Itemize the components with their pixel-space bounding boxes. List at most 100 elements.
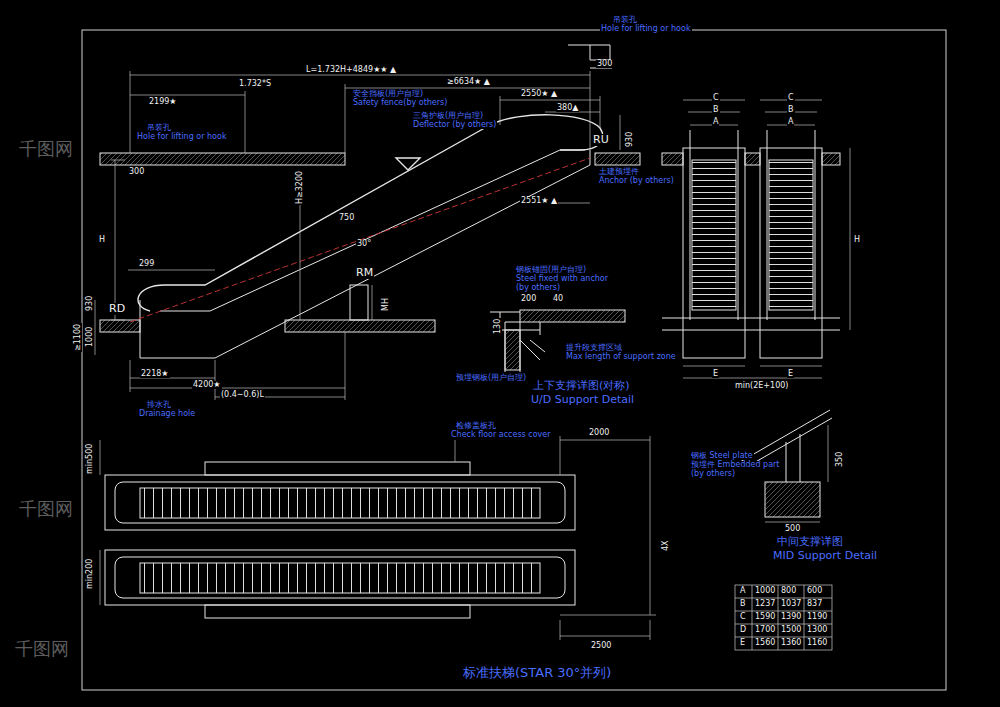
dimension-label: 1000 [86,326,94,348]
dimension-label: 500 [784,525,801,533]
dimension-label: 930 [86,295,94,312]
note-label: 排水孔 [146,401,172,409]
dimension-label: min200 [86,558,94,590]
slab [822,153,840,165]
floor-band [205,462,470,475]
dimension-label: C [787,94,795,102]
note-label: 安全挡板(用户自理) [352,90,424,98]
dimension-label: 1.732*S [238,80,272,88]
dimension-label: H≥3200 [296,170,304,205]
dimension-label: MH [382,297,390,312]
table-cell: B [739,600,747,608]
middle-support [350,285,368,320]
dimension-label: 200 [520,295,537,303]
lower-slab [285,320,435,332]
table-cell: 1300 [806,626,828,634]
dimension-label: 4200★ [192,381,222,389]
note-label: Safety fence(by others) [352,99,448,107]
table-grid [735,585,832,650]
note-label: MID Support Detail [772,550,878,562]
table-cell: 800 [780,587,797,595]
note-label: Drainage hole [138,410,196,418]
truss-outline [140,150,590,358]
floor-band [205,605,470,618]
table-cell: 1560 [754,639,776,647]
dimension-label: RD [108,303,126,315]
table-cell: 1190 [806,613,828,621]
note-label: 中间支撑详图 [776,536,844,548]
dimension-label: RU [592,134,610,146]
table-cell: 1160 [806,639,828,647]
escalator-plan [105,475,575,530]
note-label: 吊装孔 [146,124,172,132]
dimension-label: min500 [86,443,94,475]
dimension-label: 350 [836,451,844,468]
footing [765,482,820,517]
dimension-label: L=1.732H+4849★★ ▲ [305,66,397,74]
table-cell: 1500 [780,626,802,634]
handrail-plan [115,482,565,523]
steps-plan [140,488,540,518]
table-cell: 1590 [754,613,776,621]
note-label: 预埋件 Embedded part [690,461,781,469]
note-label: 上下支撑详图(对称) [532,380,631,392]
note-label: 钢板 Steel plate [690,452,754,460]
lower-slab [100,320,140,332]
balustrade [160,150,585,311]
dimension-label: 130 [494,318,502,335]
dimension-label: ≥1100 [74,323,82,352]
dimension-label: RM [355,267,374,279]
note-label: 预埋钢板(用户自理) [455,374,527,382]
note-label: Hole for lifting or hook [600,25,692,33]
note-label: Max length of support zone [565,353,677,361]
dimension-label: 750 [338,214,355,222]
dimension-lines [95,71,620,400]
slab [745,153,760,165]
balustrade-front [662,130,840,330]
deflector [396,158,420,170]
dimension-label: B [787,106,795,114]
dimension-label: 2500 [590,642,612,650]
dimension-label: 2000 [588,429,610,437]
note-label: Hole for lifting or hook [136,133,228,141]
upper-slab [100,153,345,165]
escalator-front [683,148,745,358]
note-label: Check floor access cover [450,431,552,439]
note-label: Anchor (by others) [598,177,675,185]
note-label: (by others) [690,470,736,478]
dimension-lines [683,100,850,378]
steps [692,160,736,310]
upper-slab [595,153,640,165]
dimension-label: 4X [662,539,670,552]
dimension-label: (0.4∼0.6)L [220,391,265,399]
note-label: 土建预埋件 [598,168,640,176]
dimension-label: ≥6634★ ▲ [446,78,491,86]
dimension-label: 30° [356,240,372,248]
watermark: 千图网 [18,140,74,159]
table-cell: 837 [806,600,823,608]
escalator-front [760,148,822,358]
table-cell: C [739,613,747,621]
step-line [130,158,590,322]
watermark: 千图网 [18,500,74,519]
dimension-label: 380▲ [556,104,579,112]
dimension-label: 2218★ [140,370,170,378]
escalator-plan [105,550,575,605]
dimension-label: 2550★ ▲ [520,90,558,98]
dimension-label: 40 [552,295,564,303]
note-label: 钢板锚固(用户自理) [515,266,587,274]
note-label: 吊装孔 [612,16,638,24]
dimension-label: C [712,94,720,102]
slab [520,310,625,322]
slab [662,153,683,165]
dimension-label: min(2E+100) [734,382,789,390]
dimension-label: H [853,236,861,244]
dimension-label: 300 [596,60,613,68]
drawing-caption: 标准扶梯(STAR 30°并列) [462,666,612,680]
note-label: Deflector (by others) [412,121,497,129]
table-cell: 600 [806,587,823,595]
steps-plan [140,563,540,593]
dimension-label: 930 [626,131,634,148]
table-cell: E [739,639,746,647]
dimension-label: B [712,106,720,114]
